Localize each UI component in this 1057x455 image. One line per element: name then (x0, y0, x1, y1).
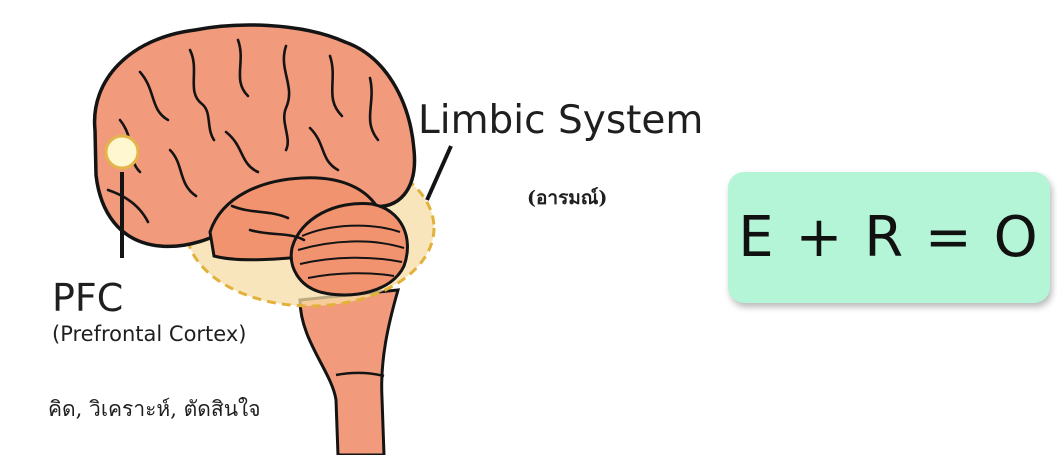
pfc-label: PFC (52, 276, 123, 320)
pfc-sublabel: (Prefrontal Cortex) (52, 322, 246, 346)
limbic-leader-line (427, 146, 451, 200)
limbic-system-label: Limbic System (418, 98, 703, 143)
limbic-system-sublabel: (อารมณ์) (527, 183, 607, 213)
formula-box: E + R = O (728, 172, 1050, 303)
formula-text: E + R = O (738, 205, 1039, 270)
pfc-description: คิด, วิเคราะห์, ตัดสินใจ (48, 393, 261, 426)
pfc-marker (106, 136, 138, 168)
